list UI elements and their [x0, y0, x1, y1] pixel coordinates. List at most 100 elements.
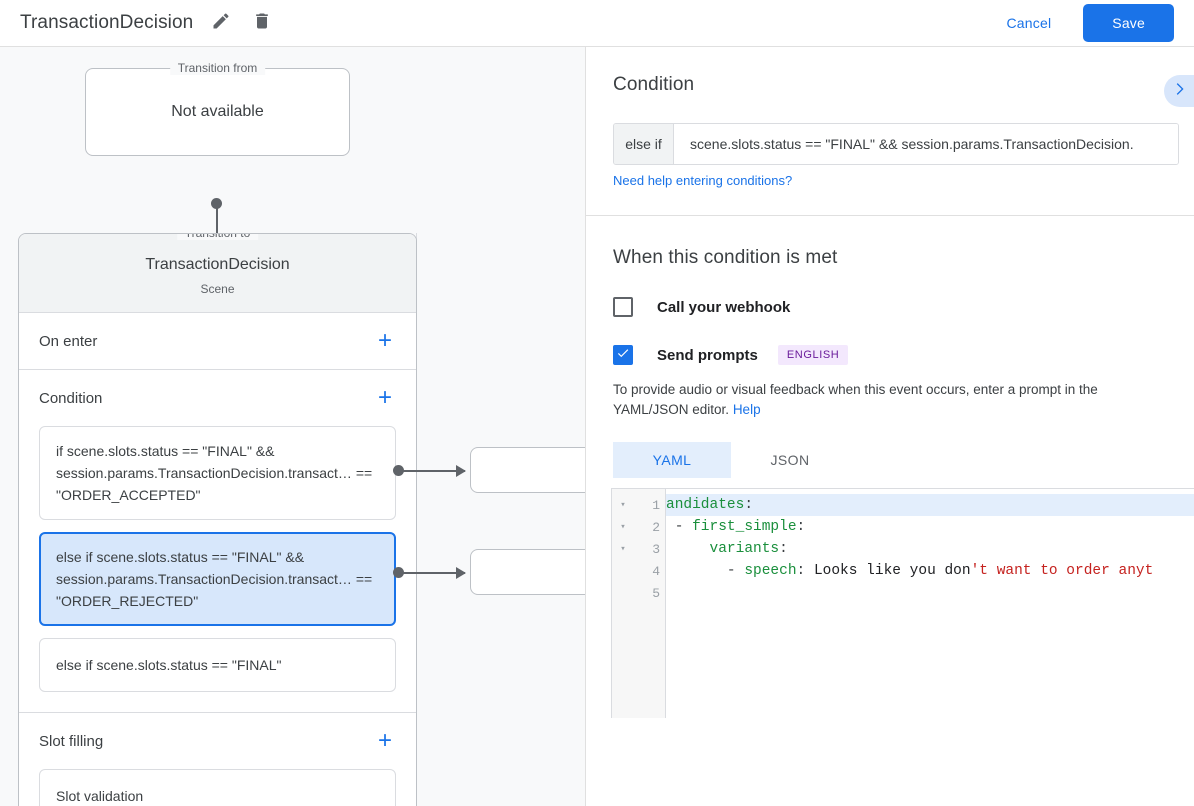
editor-code-area[interactable]: andidates: - first_simple: variants: - s…: [666, 489, 1194, 718]
slot-validation-item[interactable]: Slot validation: [39, 769, 396, 806]
cancel-button[interactable]: Cancel: [993, 6, 1066, 40]
section-title-slot-filling: Slot filling: [39, 732, 104, 750]
line-number: 5: [652, 585, 660, 601]
condition-section: Condition else if Need help entering con…: [586, 47, 1194, 216]
code-token: [666, 541, 710, 557]
editor-format-tabs: YAML JSON: [613, 442, 1167, 478]
chevron-right-icon: [1171, 81, 1187, 102]
condition-help-link[interactable]: Need help entering conditions?: [613, 173, 793, 188]
add-on-enter-button[interactable]: +: [377, 327, 392, 354]
code-line[interactable]: [666, 582, 1194, 604]
code-line[interactable]: variants:: [666, 538, 1194, 560]
scene-card-header: TransactionDecision Scene: [19, 234, 416, 313]
scene-graph-panel: Transition from Not available Transactio…: [0, 47, 585, 806]
connector-line-accepted: [399, 470, 465, 472]
line-number: 4: [652, 563, 660, 579]
send-prompts-label: Send prompts: [657, 346, 758, 364]
code-token: Looks like you don: [813, 563, 971, 579]
code-line[interactable]: - speech: Looks like you don't want to o…: [666, 560, 1194, 582]
section-on-enter: On enter +: [19, 313, 416, 370]
prompts-description: To provide audio or visual feedback when…: [613, 380, 1167, 420]
call-webhook-checkbox[interactable]: [613, 297, 633, 317]
prompts-help-link[interactable]: Help: [732, 402, 761, 417]
collapse-panel-button[interactable]: [1164, 75, 1194, 107]
language-badge: ENGLISH: [777, 345, 849, 365]
gutter-row: 5: [612, 582, 665, 604]
transition-to-legend: Transition to: [176, 234, 259, 240]
code-token: -: [666, 519, 693, 535]
when-condition-met-section: When this condition is met Call your web…: [586, 216, 1194, 718]
save-button[interactable]: Save: [1083, 4, 1174, 42]
connector-arrow-rejected: [456, 567, 466, 579]
add-condition-button[interactable]: +: [377, 384, 392, 411]
line-number: 3: [652, 541, 660, 557]
code-token: first_simple: [692, 519, 797, 535]
transition-to-scene-card: TransactionDecision Scene Transition to …: [18, 233, 417, 806]
tab-json[interactable]: JSON: [770, 452, 810, 468]
line-number: 2: [652, 519, 660, 535]
target-node-accepted[interactable]: [470, 447, 585, 493]
delete-button[interactable]: [248, 9, 276, 37]
fold-toggle-icon[interactable]: ▾: [620, 500, 626, 510]
scene-card-subtitle: Scene: [200, 282, 235, 296]
condition-detail-panel: Condition else if Need help entering con…: [585, 47, 1194, 806]
section-slot-filling: Slot filling + Slot validation: [19, 713, 416, 806]
code-line[interactable]: andidates:: [666, 494, 1194, 516]
gutter-row: ▾2: [612, 516, 665, 538]
code-token: andidates: [666, 497, 745, 513]
connector-dot-accepted: [393, 465, 404, 476]
condition-input[interactable]: [674, 124, 1178, 164]
webhook-row: Call your webhook: [613, 297, 1167, 317]
code-token: speech: [744, 563, 797, 579]
condition-heading: Condition: [613, 74, 695, 95]
condition-input-row: else if: [613, 123, 1179, 165]
transition-from-legend: Transition from: [169, 61, 266, 75]
connector-arrow-accepted: [456, 465, 466, 477]
fold-toggle-icon[interactable]: ▾: [620, 544, 626, 554]
page-title: TransactionDecision: [20, 12, 194, 33]
condition-item-final[interactable]: else if scene.slots.status == "FINAL": [39, 638, 396, 692]
when-condition-met-heading: When this condition is met: [613, 247, 838, 268]
app-header: TransactionDecision Cancel Save: [0, 0, 1194, 47]
code-token: :: [796, 563, 814, 579]
header-actions: Cancel Save: [993, 4, 1174, 42]
transition-from-node[interactable]: Transition from Not available: [85, 61, 350, 156]
check-icon: [616, 346, 630, 365]
call-webhook-label: Call your webhook: [657, 298, 791, 316]
condition-item-accepted[interactable]: if scene.slots.status == "FINAL" && sess…: [39, 426, 396, 520]
add-slot-filling-button[interactable]: +: [377, 727, 392, 754]
code-token: :: [796, 519, 806, 535]
section-title-on-enter: On enter: [39, 332, 98, 350]
connector-dot-rejected: [393, 567, 404, 578]
scene-card-title: TransactionDecision: [145, 256, 290, 273]
section-title-condition: Condition: [39, 389, 103, 407]
edit-button[interactable]: [207, 9, 235, 37]
slot-filling-list: Slot validation: [39, 769, 396, 806]
code-line[interactable]: - first_simple:: [666, 516, 1194, 538]
prompts-description-text: To provide audio or visual feedback when…: [613, 382, 1098, 417]
target-node-rejected[interactable]: [470, 549, 585, 595]
gutter-row: ▾1: [612, 494, 665, 516]
condition-list: if scene.slots.status == "FINAL" && sess…: [39, 426, 396, 712]
code-token: variants: [709, 541, 780, 557]
send-prompts-checkbox[interactable]: [613, 345, 633, 365]
gutter-row: ▾3: [612, 538, 665, 560]
trash-icon: [252, 11, 272, 36]
section-condition: Condition + if scene.slots.status == "FI…: [19, 370, 416, 713]
line-number: 1: [652, 497, 660, 513]
condition-item-rejected[interactable]: else if scene.slots.status == "FINAL" &&…: [39, 532, 396, 626]
tab-yaml[interactable]: YAML: [613, 442, 731, 478]
code-token: -: [666, 563, 745, 579]
transition-from-value: Not available: [171, 103, 264, 120]
fold-toggle-icon[interactable]: ▾: [620, 522, 626, 532]
condition-prefix-label: else if: [614, 124, 674, 164]
pencil-icon: [211, 11, 231, 36]
gutter-row: 4: [612, 560, 665, 582]
send-prompts-row: Send prompts ENGLISH: [613, 345, 1167, 365]
code-token: :: [779, 541, 788, 557]
code-token: 't want to order anyt: [970, 563, 1154, 579]
connector-line-rejected: [399, 572, 465, 574]
code-token: :: [744, 497, 754, 513]
